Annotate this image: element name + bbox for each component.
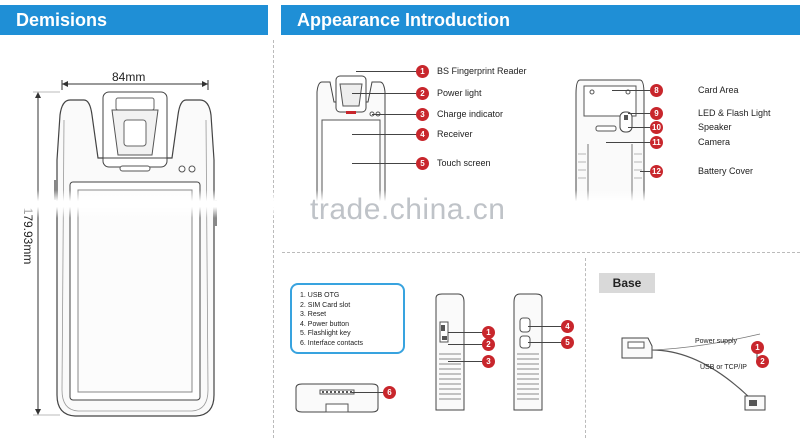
callout-marker: 3 <box>416 108 429 121</box>
callout-label: Battery Cover <box>698 166 754 176</box>
callout-marker: 1 <box>416 65 429 78</box>
side-legend-box: 1. USB OTG 2. SIM Card slot 3. Reset 4. … <box>290 283 405 354</box>
legend-item: 5. Flashlight key <box>300 330 351 338</box>
callout-marker: 2 <box>416 87 429 100</box>
side-marker-6: 6 <box>383 386 396 399</box>
device-bottom-view <box>295 383 379 413</box>
device-back-view <box>575 79 645 204</box>
legend-item: 6. Interface contacts <box>300 339 364 347</box>
base-power-label: Power supply <box>695 338 738 345</box>
section-header-appearance: Appearance Introduction <box>281 5 800 35</box>
divider-horizontal-middle <box>282 252 800 253</box>
callout-label: BS Fingerprint Reader <box>437 66 527 76</box>
callout-marker: 11 <box>650 136 663 149</box>
side-marker-3: 3 <box>482 355 495 368</box>
base-marker-1: 1 <box>751 341 764 354</box>
callout-marker: 12 <box>650 165 663 178</box>
device-left-side-view <box>435 293 465 411</box>
watermark-text: trade.china.cn <box>310 193 506 226</box>
side-marker-4: 4 <box>561 320 574 333</box>
base-usb-label: USB or TCP/IP <box>700 364 747 371</box>
callout-marker: 10 <box>650 121 663 134</box>
callout-marker: 9 <box>650 107 663 120</box>
callout-label: Card Area <box>698 85 739 95</box>
callout-marker: 8 <box>650 84 663 97</box>
watermark-band <box>0 190 800 218</box>
callout-marker: 5 <box>416 157 429 170</box>
base-marker-2: 2 <box>756 355 769 368</box>
legend-item: 2. SIM Card slot <box>300 301 351 309</box>
base-cable-drawing <box>621 333 766 411</box>
callout-label: Speaker <box>698 122 732 132</box>
divider-vertical-left <box>273 40 274 438</box>
legend-item: 1. USB OTG <box>300 292 340 299</box>
base-title: Base <box>599 273 655 293</box>
device-front-dimension-drawing <box>33 80 217 417</box>
callout-label: Charge indicator <box>437 109 504 119</box>
legend-item: 3. Reset <box>300 311 327 319</box>
callout-label: Power light <box>437 88 482 98</box>
side-marker-1: 1 <box>482 326 495 339</box>
callout-label: Camera <box>698 137 731 147</box>
callout-marker: 4 <box>416 128 429 141</box>
side-marker-2: 2 <box>482 338 495 351</box>
device-front-view <box>316 75 386 202</box>
callout-label: Receiver <box>437 129 473 139</box>
side-marker-5: 5 <box>561 336 574 349</box>
callout-label: LED & Flash Light <box>698 108 771 118</box>
section-header-dimensions: Demisions <box>0 5 268 35</box>
legend-item: 4. Power button <box>300 320 350 328</box>
dimension-width-label: 84mm <box>112 70 146 84</box>
callout-label: Touch screen <box>437 158 491 168</box>
divider-vertical-base <box>585 258 586 438</box>
device-right-side-view <box>513 293 543 411</box>
